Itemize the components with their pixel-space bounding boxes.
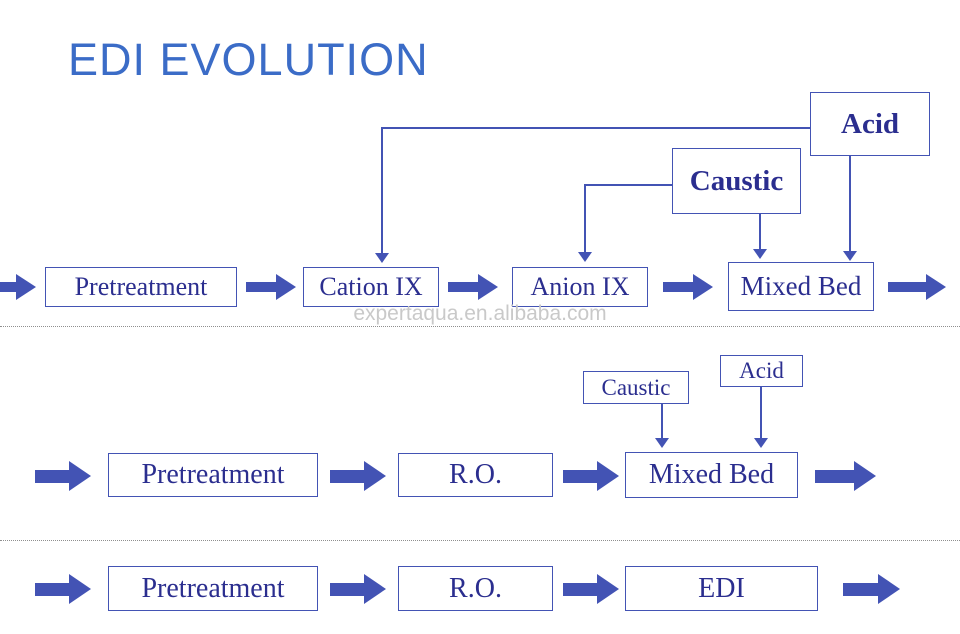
arrow-shaft bbox=[0, 282, 16, 292]
arrow-head bbox=[69, 574, 91, 604]
arrow-head bbox=[478, 274, 498, 300]
arrow-shaft bbox=[563, 582, 597, 596]
arrow-down-icon bbox=[843, 251, 857, 261]
arrow-shaft bbox=[330, 469, 364, 483]
arrow-right-icon bbox=[563, 461, 619, 491]
row3-stage-pretreatment-box: Pretreatment bbox=[108, 566, 318, 611]
arrow-shaft bbox=[246, 282, 276, 292]
arrow-head bbox=[597, 574, 619, 604]
connector-caustic-to-mixedbed-line bbox=[661, 404, 663, 438]
arrow-down-icon bbox=[754, 438, 768, 448]
row1-stage-mixed-bed-box: Mixed Bed bbox=[728, 262, 874, 311]
arrow-head bbox=[276, 274, 296, 300]
arrow-down-icon bbox=[753, 249, 767, 259]
row1-acid-box: Acid bbox=[810, 92, 930, 156]
connector-caustic-to-anion-line bbox=[584, 184, 586, 252]
row1-caustic-box: Caustic bbox=[672, 148, 801, 214]
arrow-right-icon bbox=[246, 274, 296, 300]
arrow-head bbox=[926, 274, 946, 300]
arrow-right-icon bbox=[563, 574, 619, 604]
row2-stage-pretreatment-box: Pretreatment bbox=[108, 453, 318, 497]
arrow-shaft bbox=[663, 282, 693, 292]
row2-stage-ro-box: R.O. bbox=[398, 453, 553, 497]
arrow-down-icon bbox=[578, 252, 592, 262]
arrow-down-icon bbox=[655, 438, 669, 448]
row3-stage-edi-box: EDI bbox=[625, 566, 818, 611]
arrow-head bbox=[16, 274, 36, 300]
arrow-right-icon bbox=[330, 574, 386, 604]
connector-acid-to-cation-line bbox=[381, 127, 383, 253]
arrow-shaft bbox=[843, 582, 878, 596]
arrow-head bbox=[364, 461, 386, 491]
watermark: expertaqua.en.alibaba.com bbox=[353, 302, 607, 325]
arrow-head bbox=[854, 461, 876, 491]
page-title: EDI EVOLUTION bbox=[68, 34, 429, 85]
connector-caustic-to-anion-line bbox=[585, 184, 672, 186]
arrow-right-icon bbox=[448, 274, 498, 300]
row2-acid-box: Acid bbox=[720, 355, 803, 387]
row1-stage-cation-ix-box: Cation IX bbox=[303, 267, 439, 307]
row3-stage-ro-box: R.O. bbox=[398, 566, 553, 611]
arrow-shaft bbox=[448, 282, 478, 292]
connector-caustic-to-mixedbed-line bbox=[759, 214, 761, 249]
arrow-shaft bbox=[35, 469, 69, 483]
arrow-right-icon bbox=[843, 574, 900, 604]
separator-dotted-line bbox=[0, 540, 960, 541]
arrow-right-icon bbox=[35, 574, 91, 604]
row2-caustic-box: Caustic bbox=[583, 371, 689, 404]
arrow-head bbox=[878, 574, 900, 604]
arrow-shaft bbox=[815, 469, 854, 483]
connector-acid-to-cation-line bbox=[382, 127, 810, 129]
arrow-right-icon bbox=[0, 274, 36, 300]
arrow-right-icon bbox=[663, 274, 713, 300]
arrow-shaft bbox=[563, 469, 597, 483]
connector-acid-to-mixedbed-line bbox=[849, 156, 851, 251]
row1-stage-anion-ix-box: Anion IX bbox=[512, 267, 648, 307]
arrow-shaft bbox=[888, 282, 926, 292]
arrow-right-icon bbox=[35, 461, 91, 491]
row2-stage-mixed-bed-box: Mixed Bed bbox=[625, 452, 798, 498]
arrow-head bbox=[364, 574, 386, 604]
connector-acid-to-mixedbed-line bbox=[760, 387, 762, 438]
row1-stage-pretreatment-box: Pretreatment bbox=[45, 267, 237, 307]
arrow-down-icon bbox=[375, 253, 389, 263]
arrow-shaft bbox=[35, 582, 69, 596]
arrow-right-icon bbox=[888, 274, 946, 300]
separator-dotted-line bbox=[0, 326, 960, 327]
arrow-head bbox=[693, 274, 713, 300]
arrow-shaft bbox=[330, 582, 364, 596]
arrow-right-icon bbox=[330, 461, 386, 491]
arrow-right-icon bbox=[815, 461, 876, 491]
arrow-head bbox=[69, 461, 91, 491]
arrow-head bbox=[597, 461, 619, 491]
